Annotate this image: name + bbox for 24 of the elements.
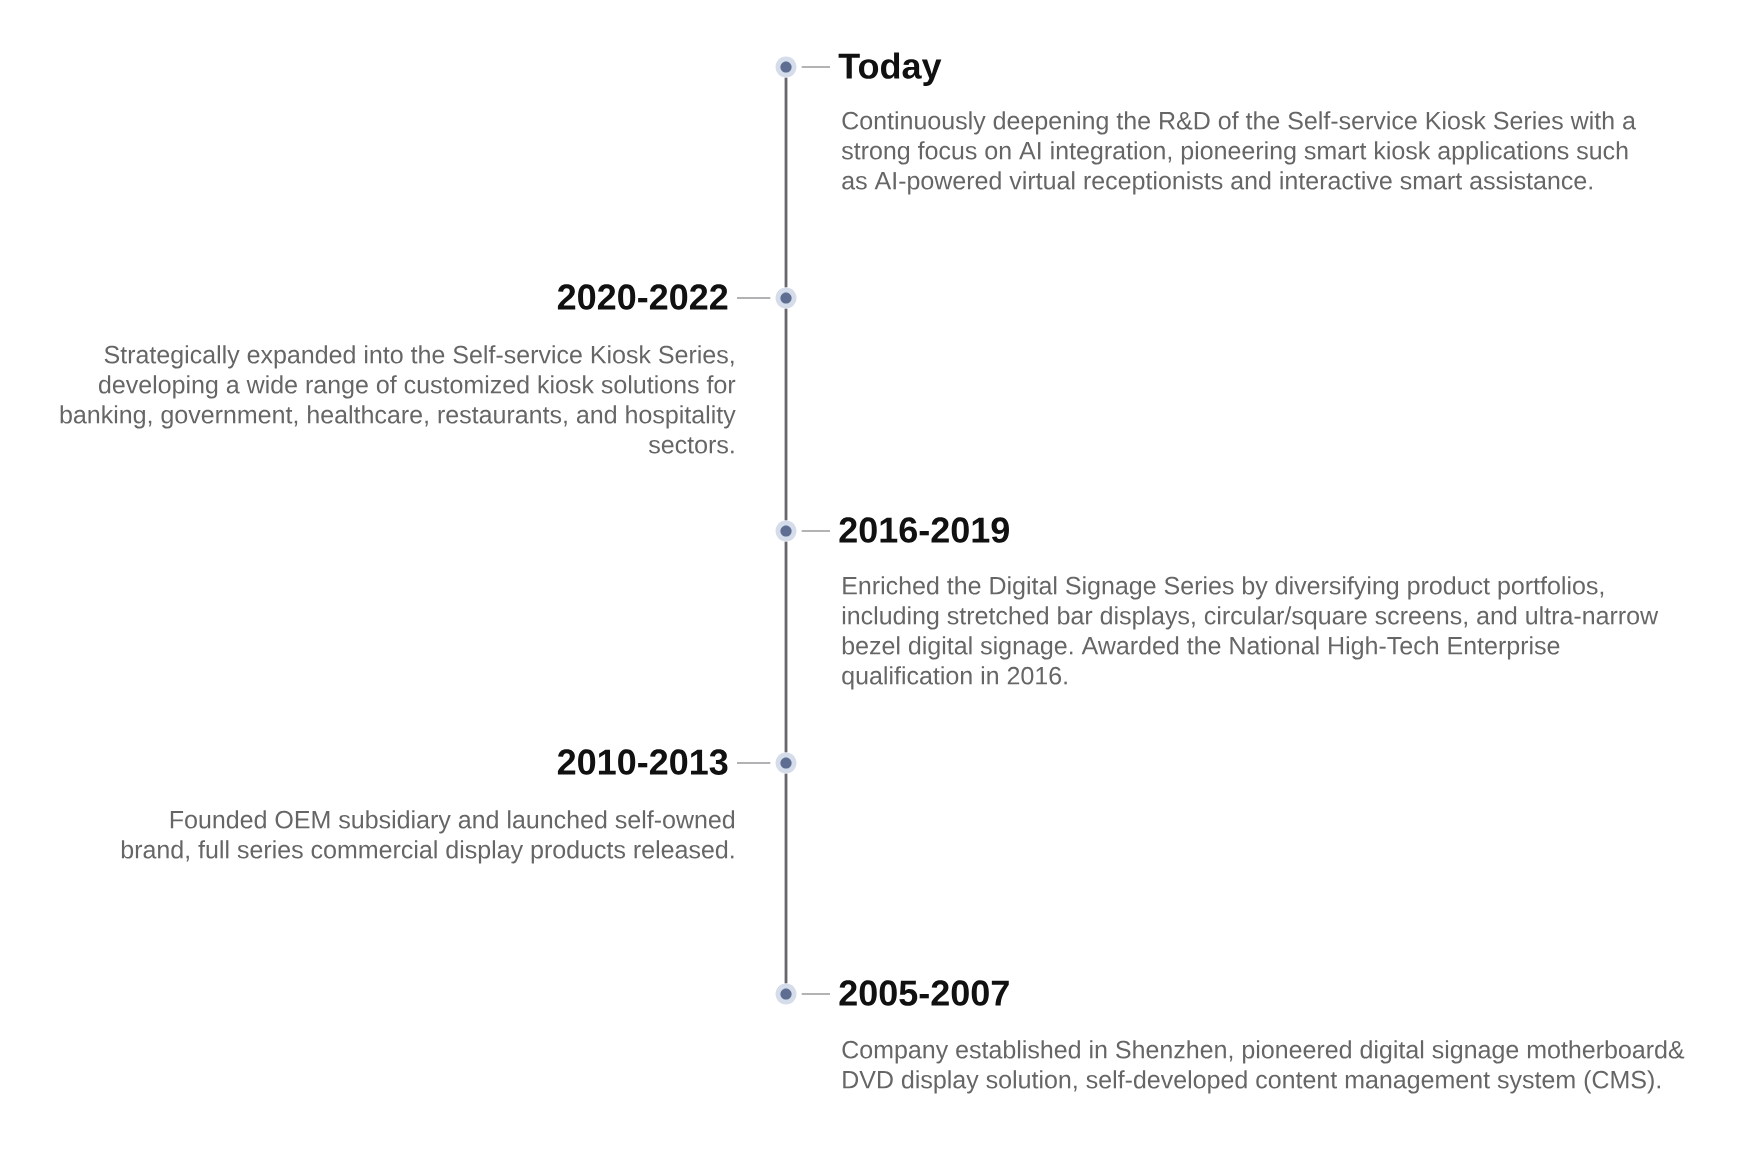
- timeline-line: [784, 77, 788, 288]
- description-text: Enriched the Digital Signage Series by diversifying product portfolios, including stretched bar displays, circular/square screens, and ultra-narrow bezel digital signage. Awarded the National High-Tech Enterprise qualification in 2016.: [842, 576, 1659, 690]
- leader-line: [801, 993, 831, 995]
- year-heading: 2010-2013: [557, 749, 728, 775]
- timeline-line: [784, 541, 788, 753]
- timeline-dot: [775, 983, 797, 1005]
- timeline-dot: [775, 56, 797, 78]
- year-heading: Today: [838, 52, 942, 86]
- timeline-dot: [775, 520, 797, 542]
- description-text: Strategically expanded into the Self-service Kiosk Series, developing a wide range of customized kiosk solutions for banking, government, healthcare, restaurants, and hospitality sectors.: [60, 345, 736, 454]
- leader-line: [801, 66, 831, 68]
- year-heading: 2005-2007: [839, 980, 1009, 1006]
- leader-line: [736, 762, 771, 764]
- year-heading: 2016-2019: [839, 517, 1009, 543]
- description-text: Continuously deepening the R&D of the Self-service Kiosk Series with a strong focus on AI integration, pioneering smart kiosk applications such as AI-powered virtual receptionists and interactive smart assistance.: [841, 111, 1636, 195]
- description-text: Founded OEM subsidiary and launched self-owned brand, full series commercial display products released.: [121, 810, 735, 864]
- leader-line: [801, 530, 831, 532]
- timeline-dot: [775, 752, 797, 774]
- timeline-line: [784, 773, 788, 984]
- timeline-line: [784, 308, 788, 521]
- leader-line: [736, 297, 771, 299]
- year-heading: 2020-2022: [557, 284, 728, 310]
- description-text: Company established in Shenzhen, pioneered digital signage motherboard& DVD display solution, self-developed content management system (CMS).: [842, 1040, 1685, 1094]
- timeline-dot: [775, 287, 797, 309]
